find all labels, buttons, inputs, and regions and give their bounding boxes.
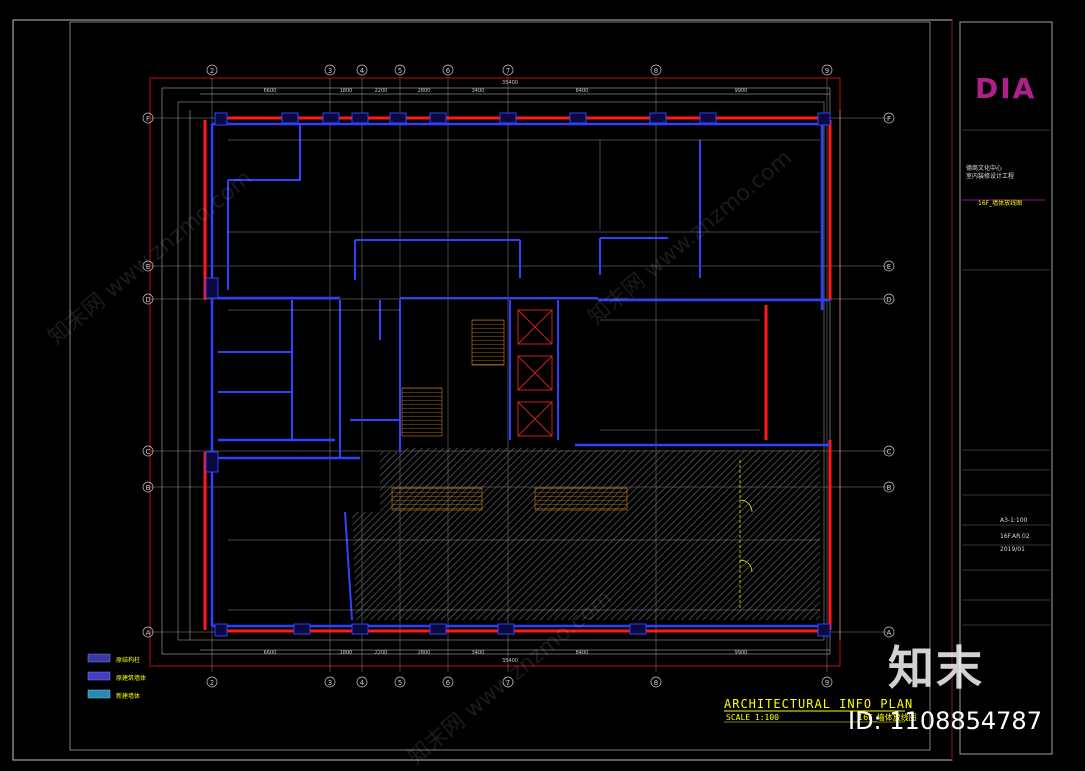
firm-logo: DIA: [975, 72, 1037, 105]
svg-text:B: B: [887, 484, 892, 492]
legend-label-wall: 原建筑墙体: [116, 675, 147, 682]
svg-text:35400: 35400: [502, 80, 518, 86]
svg-text:9900: 9900: [735, 88, 748, 94]
drawing-title-cn: 16F_墙体放线图: [858, 713, 917, 722]
svg-text:8400: 8400: [576, 650, 589, 656]
title-block-frame: [959, 21, 1053, 755]
svg-text:8400: 8400: [576, 88, 589, 94]
legend-swatch-wall: [87, 671, 111, 681]
escalator-a: [391, 487, 483, 511]
svg-text:6600: 6600: [264, 88, 277, 94]
door-swing: [739, 499, 753, 513]
svg-text:3400: 3400: [472, 650, 485, 656]
svg-text:2800: 2800: [418, 88, 431, 94]
svg-text:1800: 1800: [340, 650, 353, 656]
svg-text:5: 5: [398, 67, 402, 75]
dimension-labels: 6600 1800 2200 2800 3400 8400 9900 35400…: [264, 80, 748, 664]
svg-text:6: 6: [446, 67, 451, 75]
svg-text:8: 8: [654, 67, 658, 75]
svg-text:E: E: [146, 263, 150, 271]
svg-text:D: D: [886, 296, 891, 304]
sheet-border: [12, 19, 953, 761]
axis-labels: 2 3 4 5 6 7 8 9 2 3 4 5 6 7 8 9 F E D C …: [145, 67, 891, 687]
svg-text:D: D: [145, 296, 150, 304]
svg-text:6: 6: [446, 679, 451, 687]
watermark-brand: 知末: [888, 641, 984, 695]
project-subtitle: 室内装修设计工程: [966, 173, 1015, 180]
svg-text:7: 7: [506, 67, 510, 75]
secondary-lines: [228, 139, 820, 611]
svg-text:A: A: [887, 629, 892, 637]
sheet-number: 16F.AR.02: [1000, 533, 1030, 540]
stair-core-b: [471, 319, 505, 366]
interior-partitions: [218, 124, 701, 621]
legend-swatch-new-wall: [87, 689, 111, 699]
svg-text:E: E: [887, 263, 891, 271]
axis-bubbles: [142, 64, 895, 688]
svg-text:2200: 2200: [375, 650, 388, 656]
svg-text:4: 4: [360, 679, 365, 687]
svg-text:9: 9: [825, 679, 829, 687]
drawing-name: 16F_墙体放线图: [978, 200, 1023, 207]
elevators: [517, 309, 553, 437]
svg-text:1800: 1800: [340, 88, 353, 94]
svg-text:9900: 9900: [735, 650, 748, 656]
legend-label-column: 原结构柱: [116, 657, 141, 664]
svg-text:3400: 3400: [472, 88, 485, 94]
svg-text:3: 3: [328, 679, 332, 687]
exterior-walls: [203, 116, 832, 633]
svg-text:C: C: [146, 448, 151, 456]
svg-text:2200: 2200: [375, 88, 388, 94]
escalator-b: [534, 487, 628, 511]
svg-text:9: 9: [825, 67, 829, 75]
legend-swatch-column: [87, 653, 111, 663]
stair-core-a: [401, 387, 443, 437]
svg-text:6600: 6600: [264, 650, 277, 656]
drawing-title: ARCHITECTURAL INFO PLAN: [724, 697, 914, 711]
svg-text:4: 4: [360, 67, 365, 75]
svg-text:C: C: [887, 448, 892, 456]
perimeter-walls: [210, 122, 830, 628]
svg-text:3: 3: [328, 67, 332, 75]
title-block-rows: [962, 129, 1050, 626]
svg-text:2: 2: [210, 67, 214, 75]
svg-text:5: 5: [398, 679, 402, 687]
svg-text:2800: 2800: [418, 650, 431, 656]
svg-text:7: 7: [506, 679, 510, 687]
svg-text:A: A: [146, 629, 151, 637]
svg-text:2: 2: [210, 679, 214, 687]
svg-text:F: F: [146, 115, 150, 123]
watermark-id: ID: 1108854787: [848, 707, 1042, 735]
svg-text:B: B: [146, 484, 151, 492]
column-bays: [205, 112, 831, 637]
legend-label-new-wall: 新建墙体: [116, 693, 141, 700]
svg-text:8: 8: [654, 679, 658, 687]
svg-text:35400: 35400: [502, 658, 518, 664]
drawing-frame: [69, 21, 931, 751]
drawing-scale: SCALE 1:100: [726, 713, 779, 722]
drawing-date: 2019/01: [1000, 546, 1025, 553]
project-name: 德商文化中心: [966, 165, 1003, 172]
svg-text:F: F: [887, 115, 891, 123]
scale-value: A3-1:100: [1000, 517, 1028, 524]
